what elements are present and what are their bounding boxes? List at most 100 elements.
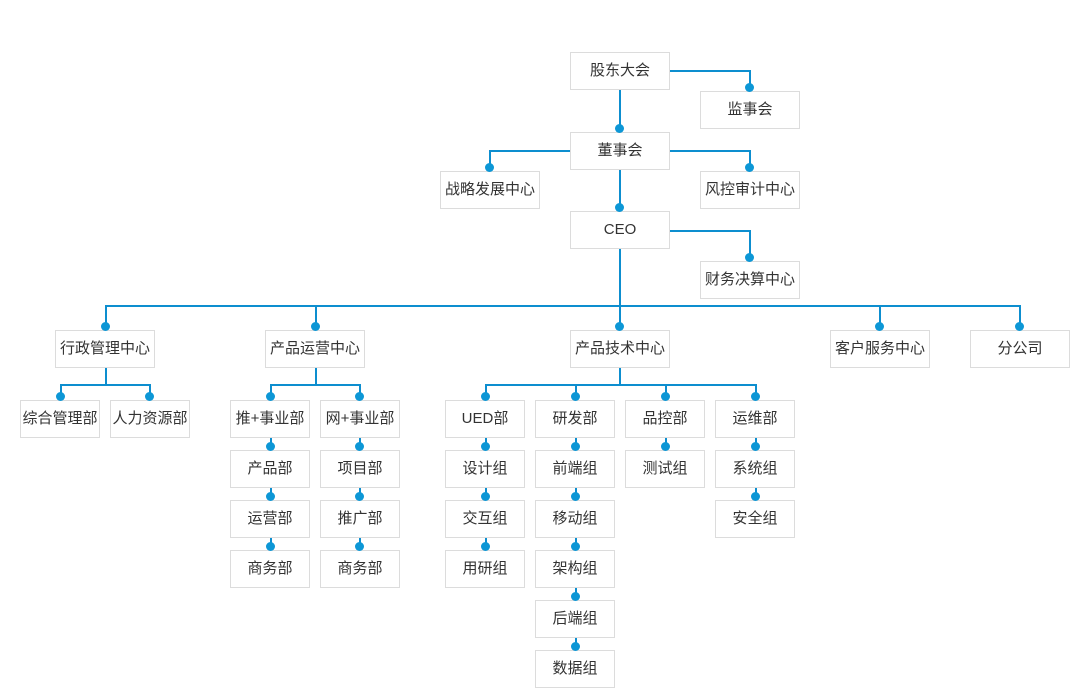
ceo-to-finance-h xyxy=(670,230,750,232)
org-node-label-finance: 财务决算中心 xyxy=(704,271,795,288)
org-node-wang-bu[interactable]: 网+事业部 xyxy=(320,400,400,438)
admin-bus xyxy=(60,384,151,386)
dot-ceo xyxy=(615,203,624,212)
dot-backend-grp xyxy=(571,592,580,601)
org-node-frontend-grp[interactable]: 前端组 xyxy=(535,450,615,488)
org-node-label-project-dept: 项目部 xyxy=(337,460,383,477)
prodtech-stem xyxy=(619,368,621,385)
dot-mobile-grp xyxy=(571,492,580,501)
org-node-label-wang-bu: 网+事业部 xyxy=(325,410,395,427)
org-node-label-biz-dept2: 商务部 xyxy=(337,560,383,577)
dot-data-grp xyxy=(571,642,580,651)
org-node-general-mgmt[interactable]: 综合管理部 xyxy=(20,400,100,438)
org-node-mobile-grp[interactable]: 移动组 xyxy=(535,500,615,538)
dot-branch xyxy=(1015,322,1024,331)
org-node-label-branch: 分公司 xyxy=(997,340,1043,357)
org-node-label-ops-dept: 运营部 xyxy=(247,510,293,527)
org-node-label-security-grp: 安全组 xyxy=(732,510,778,527)
org-node-label-tui-bu: 推+事业部 xyxy=(235,410,305,427)
org-node-board[interactable]: 董事会 xyxy=(570,132,670,170)
prodtech-bus xyxy=(485,384,756,386)
org-node-biz-dept2[interactable]: 商务部 xyxy=(320,550,400,588)
org-node-label-backend-grp: 后端组 xyxy=(552,610,598,627)
dot-prodops xyxy=(311,322,320,331)
dot-admin xyxy=(101,322,110,331)
dot-rd xyxy=(571,392,580,401)
dot-board xyxy=(615,124,624,133)
org-node-label-rd: 研发部 xyxy=(552,410,598,427)
org-node-shareholders[interactable]: 股东大会 xyxy=(570,52,670,90)
org-node-test-grp[interactable]: 测试组 xyxy=(625,450,705,488)
org-node-customer[interactable]: 客户服务中心 xyxy=(830,330,930,368)
org-node-ued[interactable]: UED部 xyxy=(445,400,525,438)
dot-supervisors xyxy=(745,83,754,92)
dot-sys-grp xyxy=(751,442,760,451)
bus-drop-admin xyxy=(105,305,107,330)
org-node-label-strategy: 战略发展中心 xyxy=(444,181,535,198)
board-to-strategy-v xyxy=(489,150,491,171)
org-node-data-grp[interactable]: 数据组 xyxy=(535,650,615,688)
org-node-prodtech[interactable]: 产品技术中心 xyxy=(570,330,670,368)
dot-devops xyxy=(751,392,760,401)
org-node-label-hr: 人力资源部 xyxy=(112,410,188,427)
board-to-riskaudit-h xyxy=(670,150,750,152)
prodops-stem xyxy=(315,368,317,385)
org-node-security-grp[interactable]: 安全组 xyxy=(715,500,795,538)
org-node-admin[interactable]: 行政管理中心 xyxy=(55,330,155,368)
org-node-project-dept[interactable]: 项目部 xyxy=(320,450,400,488)
org-node-strategy[interactable]: 战略发展中心 xyxy=(440,171,540,209)
org-node-tui-bu[interactable]: 推+事业部 xyxy=(230,400,310,438)
admin-stem xyxy=(105,368,107,385)
org-node-interaction-grp[interactable]: 交互组 xyxy=(445,500,525,538)
org-node-label-design-grp: 设计组 xyxy=(462,460,508,477)
org-node-backend-grp[interactable]: 后端组 xyxy=(535,600,615,638)
org-node-supervisors[interactable]: 监事会 xyxy=(700,91,800,129)
org-node-label-board: 董事会 xyxy=(597,142,643,159)
prodops-bus xyxy=(270,384,361,386)
dot-test-grp xyxy=(661,442,670,451)
org-node-riskaudit[interactable]: 风控审计中心 xyxy=(700,171,800,209)
level3-bus xyxy=(105,305,1020,307)
org-node-label-arch-grp: 架构组 xyxy=(552,560,598,577)
org-node-design-grp[interactable]: 设计组 xyxy=(445,450,525,488)
org-node-devops[interactable]: 运维部 xyxy=(715,400,795,438)
org-node-label-prodops: 产品运营中心 xyxy=(269,340,360,357)
dot-general-mgmt xyxy=(56,392,65,401)
org-node-label-riskaudit: 风控审计中心 xyxy=(704,181,795,198)
dot-interaction-grp xyxy=(481,492,490,501)
org-node-qa[interactable]: 品控部 xyxy=(625,400,705,438)
dot-wang xyxy=(355,392,364,401)
org-node-label-shareholders: 股东大会 xyxy=(589,62,650,79)
org-node-product-dept[interactable]: 产品部 xyxy=(230,450,310,488)
org-node-label-mobile-grp: 移动组 xyxy=(552,510,598,527)
org-node-research-grp[interactable]: 用研组 xyxy=(445,550,525,588)
org-node-prodops[interactable]: 产品运营中心 xyxy=(265,330,365,368)
org-node-label-general-mgmt: 综合管理部 xyxy=(22,410,98,427)
org-node-ceo[interactable]: CEO xyxy=(570,211,670,249)
ceo-to-finance-v xyxy=(749,230,751,261)
dot-biz-dept1 xyxy=(266,542,275,551)
org-node-hr[interactable]: 人力资源部 xyxy=(110,400,190,438)
org-node-sys-grp[interactable]: 系统组 xyxy=(715,450,795,488)
dot-riskaudit xyxy=(745,163,754,172)
org-node-rd[interactable]: 研发部 xyxy=(535,400,615,438)
org-node-label-ceo: CEO xyxy=(603,221,637,238)
org-node-arch-grp[interactable]: 架构组 xyxy=(535,550,615,588)
org-node-finance[interactable]: 财务决算中心 xyxy=(700,261,800,299)
org-node-label-sys-grp: 系统组 xyxy=(732,460,778,477)
dot-arch-grp xyxy=(571,542,580,551)
dot-tui xyxy=(266,392,275,401)
org-node-promo-dept[interactable]: 推广部 xyxy=(320,500,400,538)
org-node-ops-dept[interactable]: 运营部 xyxy=(230,500,310,538)
org-node-branch[interactable]: 分公司 xyxy=(970,330,1070,368)
org-node-biz-dept1[interactable]: 商务部 xyxy=(230,550,310,588)
dot-strategy xyxy=(485,163,494,172)
board-to-ceo-v xyxy=(619,170,621,211)
board-to-riskaudit-v xyxy=(749,150,751,171)
org-node-label-frontend-grp: 前端组 xyxy=(552,460,598,477)
shareholders-to-supervisors-v xyxy=(749,70,751,91)
org-node-label-admin: 行政管理中心 xyxy=(59,340,150,357)
bus-drop-customer xyxy=(879,305,881,330)
org-node-label-prodtech: 产品技术中心 xyxy=(574,340,665,357)
